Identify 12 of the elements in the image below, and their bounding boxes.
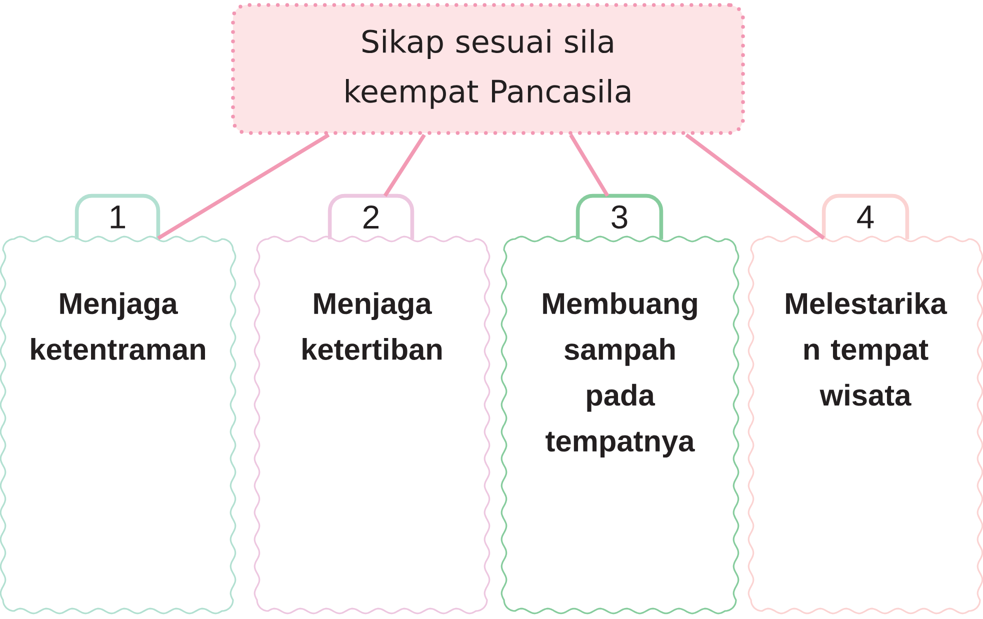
text-card: Membuang sampah pada tempatnya	[500, 236, 740, 614]
connector-line	[569, 134, 610, 197]
number-tab: 2	[328, 194, 414, 240]
number-tab: 1	[74, 194, 160, 240]
number-tab: 3	[576, 194, 664, 240]
number-tab: 4	[822, 194, 910, 240]
text-card: Menjaga ketentraman	[0, 236, 236, 614]
connector-line	[685, 133, 825, 240]
connector-line	[383, 134, 426, 197]
text-card: Melestarika n tempat wisata	[748, 236, 983, 614]
title-box: Sikap sesuai sila keempat Pancasila	[231, 3, 745, 135]
text-card: Menjaga ketertiban	[254, 236, 490, 614]
